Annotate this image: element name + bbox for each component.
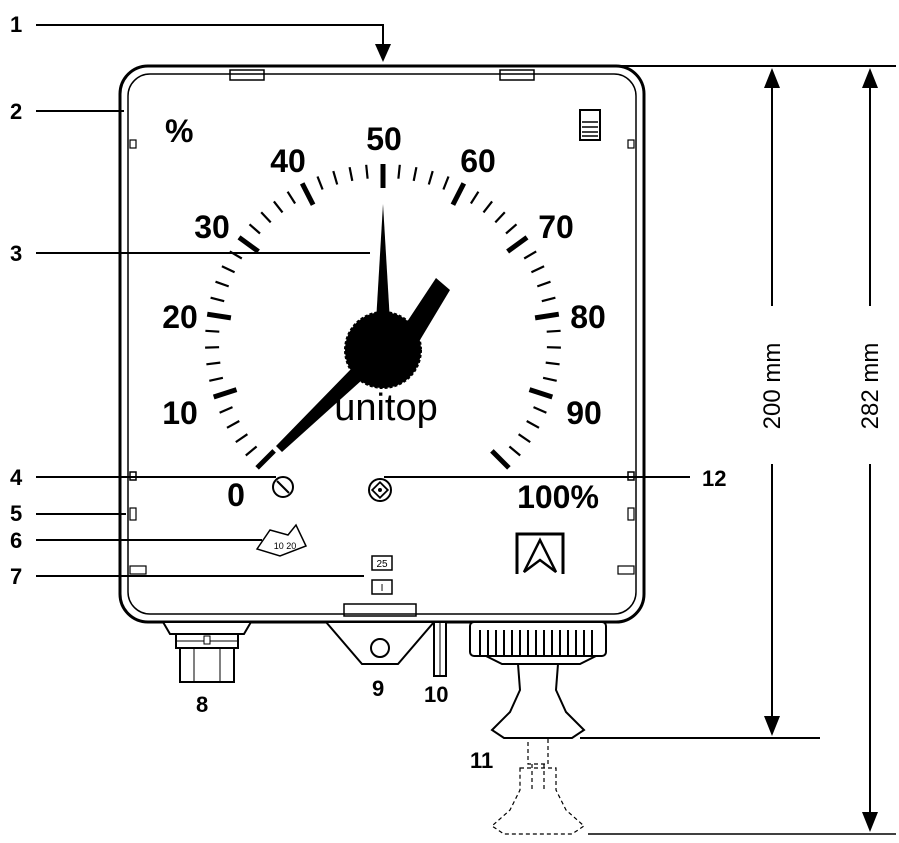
minor-tick <box>495 212 505 222</box>
major-tick <box>453 183 464 204</box>
scale-label-0: 0 <box>227 477 245 513</box>
major-tick <box>535 314 559 318</box>
minor-tick <box>205 331 219 332</box>
major-tick <box>214 390 237 397</box>
major-tick <box>508 237 527 251</box>
minor-tick <box>484 201 493 212</box>
scale-label-80: 80 <box>570 299 606 335</box>
minor-tick <box>531 266 544 272</box>
minor-tick <box>537 282 550 287</box>
minor-tick <box>527 421 539 428</box>
unit-symbol: % <box>165 113 193 149</box>
scale-label-40: 40 <box>270 143 306 179</box>
minor-tick <box>220 407 233 413</box>
minor-tick <box>542 298 556 302</box>
class-code-badge: I <box>381 583 384 594</box>
minor-tick <box>246 447 257 456</box>
scale-label-20: 20 <box>162 299 198 335</box>
dimension-lines <box>578 66 896 834</box>
minor-tick <box>318 177 323 190</box>
callout-5: 5 <box>10 501 22 526</box>
callout-3: 3 <box>10 241 22 266</box>
minor-tick <box>534 407 547 413</box>
level-indicator-icon <box>580 110 600 140</box>
adjustment-knob <box>470 622 606 738</box>
minor-tick <box>206 363 220 365</box>
minor-tick <box>543 378 557 381</box>
minor-tick <box>350 167 353 181</box>
minor-tick <box>429 171 433 184</box>
zero-adjust-screw-icon <box>273 477 293 497</box>
callout-8: 8 <box>196 692 208 717</box>
brand-logo-text: unitop <box>334 387 438 429</box>
pointer-hub <box>345 312 421 388</box>
minor-tick <box>222 266 235 272</box>
callout-10: 10 <box>424 682 448 707</box>
scale-label-10: 10 <box>162 395 198 431</box>
dimension-outer-label: 282 mm <box>857 343 884 430</box>
minor-tick <box>414 167 417 181</box>
minor-tick <box>471 192 479 204</box>
scale-label-100: 100% <box>517 479 599 515</box>
minor-tick <box>519 434 531 442</box>
minor-tick <box>209 378 223 381</box>
minor-tick <box>288 192 296 204</box>
mounting-lug <box>326 622 434 664</box>
major-tick <box>207 314 231 318</box>
knob-extended-position <box>492 738 584 834</box>
minor-tick <box>366 165 367 179</box>
major-tick <box>257 451 274 468</box>
seal-label: 10 20 <box>257 525 306 556</box>
minor-tick <box>506 224 517 233</box>
major-tick <box>530 390 553 397</box>
contact-pin <box>434 622 446 676</box>
callout-11: 11 <box>470 748 493 773</box>
callout-6: 6 <box>10 528 22 553</box>
minor-tick <box>250 224 261 233</box>
main-pointer <box>376 204 390 322</box>
seal-text: 10 20 <box>274 541 297 551</box>
scale-label-60: 60 <box>460 143 496 179</box>
major-tick <box>239 237 258 251</box>
major-tick <box>492 451 509 468</box>
callout-12: 12 <box>702 466 726 491</box>
minor-tick <box>261 212 271 222</box>
direction-logo-icon <box>517 534 563 574</box>
minor-tick <box>398 165 399 179</box>
minor-tick <box>227 421 239 428</box>
minor-tick <box>274 201 283 212</box>
callout-2: 2 <box>10 99 22 124</box>
minor-tick <box>216 282 229 287</box>
callout-4: 4 <box>10 465 23 490</box>
minor-tick <box>333 171 337 184</box>
dimension-inner-label: 200 mm <box>759 343 786 430</box>
minor-tick <box>443 177 448 190</box>
setpoint-adjust-screw-icon <box>369 479 391 501</box>
scale-label-70: 70 <box>538 209 574 245</box>
code-badges: 25 I <box>372 556 392 594</box>
size-code-badge: 25 <box>376 559 388 570</box>
minor-tick <box>546 363 560 365</box>
minor-tick <box>211 298 225 302</box>
scale-label-90: 90 <box>566 395 602 431</box>
cable-connector <box>163 622 251 682</box>
callout-1-arrowhead <box>375 44 391 62</box>
scale-label-50: 50 <box>366 121 402 157</box>
minor-tick <box>547 331 561 332</box>
scale-label-30: 30 <box>194 209 230 245</box>
callout-1: 1 <box>10 12 22 37</box>
minor-tick <box>236 434 248 442</box>
callout-9: 9 <box>372 676 384 701</box>
minor-tick <box>509 447 520 456</box>
callout-7: 7 <box>10 564 22 589</box>
major-tick <box>302 183 313 204</box>
minor-tick <box>524 251 536 258</box>
